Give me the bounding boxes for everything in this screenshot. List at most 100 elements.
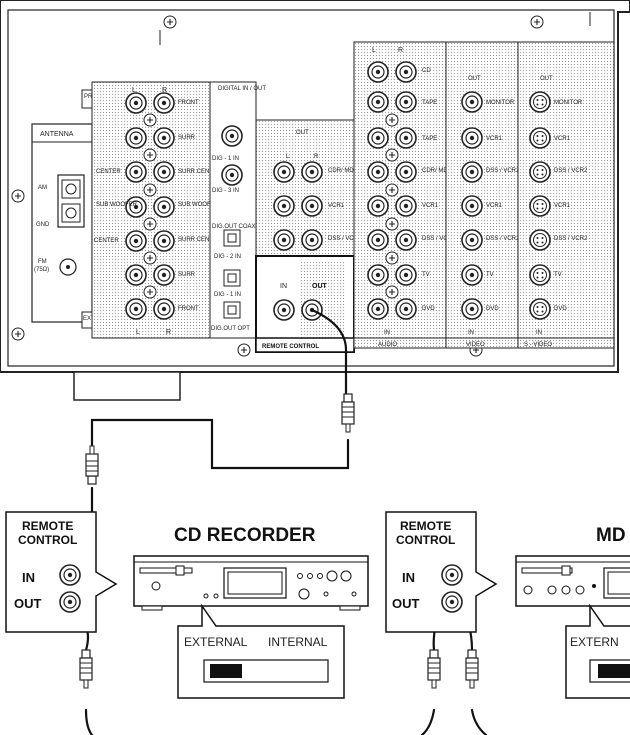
rc-out-label: OUT: [312, 283, 328, 290]
front-label-2: FRONT: [178, 306, 199, 312]
remote-control-panel: IN OUT REMOTE CONTROL: [255, 255, 355, 353]
svideo-vcr1-label: VCR1: [554, 203, 571, 209]
svideo-out-label: OUT: [540, 76, 553, 82]
video-out-label: OUT: [468, 76, 481, 82]
svideo-tv-label: TV: [554, 272, 562, 278]
audio-r-label: R: [398, 47, 403, 54]
dig-1-label: DIG - 1 IN: [212, 156, 239, 162]
svideo-dss-out-label: DSS / VCR2: [554, 168, 588, 174]
svideo-in-label: IN: [536, 330, 542, 336]
out-r-label: R: [314, 154, 319, 160]
md-out-jack: [441, 591, 463, 613]
rc-in-jack: [273, 299, 295, 321]
md-out-label: OUT: [392, 596, 420, 611]
gnd-label: GND: [36, 222, 50, 228]
sub-woofer-label: SUB WOOFER: [96, 202, 138, 208]
preout-r-label: R: [162, 87, 167, 94]
am-label: AM: [38, 185, 47, 191]
video-vcr1-out-label: VCR1: [486, 136, 503, 142]
cd-label: CD: [422, 68, 431, 74]
sub-woofer-label-2: SUB WOOFER: [178, 202, 220, 208]
cd-remote-label-2: CONTROL: [18, 533, 77, 547]
record-out-panel: OUT L R CDR/ MD VCR1 DSS / VCR2: [255, 119, 362, 257]
md-switch-knob: [598, 664, 630, 678]
cd-switch-internal: INTERNAL: [268, 635, 328, 649]
tape-label: TAPE: [422, 100, 437, 106]
center-label: CENTER: [96, 169, 121, 175]
svideo-dss-label: DSS / VCR2: [554, 236, 588, 242]
md-remote-label-2: CONTROL: [396, 533, 455, 547]
md-switch-external: EXTERN: [570, 635, 619, 649]
tape-label-2: TAPE: [422, 136, 437, 142]
preout-l-bottom-label: L: [136, 329, 140, 336]
s-video-section: OUT MONITOR VCR1 DSS / VCR2 VCR1 DSS / V…: [517, 41, 615, 349]
preout-r-bottom-label: R: [166, 329, 171, 336]
video-section: OUT MONITOR VCR1 DSS / VCR2 VCR1 DSS / V…: [445, 41, 520, 349]
md-in-label: IN: [402, 570, 415, 585]
surr-center-label-2: SURR CENTER: [178, 237, 222, 243]
front-l-jack: [125, 92, 147, 114]
tv-label: TV: [422, 272, 430, 278]
audio-label: AUDIO: [378, 342, 397, 348]
cd-out-label: OUT: [14, 596, 42, 611]
cd-recorder-title: CD RECORDER: [174, 525, 316, 546]
svideo-vcr1-out-label: VCR1: [554, 136, 571, 142]
dig-1-in-label-b: DIG - 1 IN: [214, 292, 241, 298]
out-l-label: L: [286, 154, 290, 160]
plug-cd-in-end: [85, 445, 99, 485]
plug-md-out-end: [465, 649, 479, 689]
video-label: VIDEO: [466, 342, 485, 348]
audio-section: L R CD TAPE TAPE CDR/ MD VCR1 DSS / VCR2…: [353, 41, 456, 349]
dss-vcr2-in-label: DSS / VCR2: [422, 236, 456, 242]
cd-recorder: REMOTE CONTROL IN OUT CD RECORDER EXTERN…: [5, 511, 369, 699]
video-vcr1-label: VCR1: [486, 203, 503, 209]
antenna-section: ANTENNA AM GND FM (75Ω): [31, 123, 93, 323]
monitor-label: MONITOR: [486, 100, 515, 106]
fm-label: FM: [38, 259, 47, 265]
surr-center-label: SURR CENTER: [178, 169, 222, 175]
front-label: FRONT: [178, 100, 199, 106]
surr-l-jack: [125, 127, 147, 149]
surr-label: SURR: [178, 135, 196, 141]
cdr-md-in-label: CDR/ MD: [422, 168, 448, 174]
cd-in-label: IN: [22, 570, 35, 585]
remote-control-label: REMOTE CONTROL: [262, 344, 319, 350]
md-in-jack: [441, 564, 463, 586]
plug-md-in-end: [427, 649, 441, 689]
front-r-jack: [153, 92, 175, 114]
fm-ohm-label: (75Ω): [34, 267, 49, 273]
cd-in-jack: [59, 564, 81, 586]
cd-remote-label-1: REMOTE: [22, 519, 73, 533]
video-dvd-label: DVD: [486, 306, 499, 312]
audio-in-label: IN: [384, 330, 390, 336]
surr-r-jack: [153, 127, 175, 149]
md-remote-label-1: REMOTE: [400, 519, 451, 533]
md-title: MD: [596, 525, 626, 546]
rc-in-label: IN: [280, 283, 287, 290]
digital-io-label: DIGITAL IN / OUT: [218, 86, 266, 92]
video-dss-out-label: DSS / VCR2: [486, 168, 520, 174]
cdr-md-label: CDR/ MD: [328, 168, 354, 174]
cd-switch-knob: [210, 664, 242, 678]
center-label-2: CENTER: [94, 238, 119, 244]
vcr1-out-label: VCR1: [328, 203, 345, 209]
vcr1-in-label: VCR1: [422, 203, 439, 209]
video-tv-label: TV: [486, 272, 494, 278]
svideo-monitor-label: MONITOR: [554, 100, 583, 106]
dig-out-coax-label: DIG.OUT COAX: [212, 224, 256, 230]
antenna-label: ANTENNA: [40, 131, 74, 138]
cd-switch-external: EXTERNAL: [184, 635, 248, 649]
cd-out-jack: [59, 591, 81, 613]
md-recorder: REMOTE CONTROL IN OUT MD EXTERN: [385, 511, 630, 699]
plug-cd-out-end: [79, 649, 93, 689]
preout-l-label: L: [132, 87, 136, 94]
video-in-label: IN: [468, 330, 474, 336]
s-video-label: S - VIDEO: [524, 342, 552, 348]
plug-receiver-end: [341, 393, 355, 433]
dig-3-label: DIG - 3 IN: [212, 188, 239, 194]
dig-out-opt-label: DIG.OUT OPT: [211, 326, 250, 332]
dig-2-label: DIG - 2 IN: [214, 254, 241, 260]
dss-vcr2-out-label: DSS / VCR2: [328, 236, 362, 242]
dvd-label: DVD: [422, 306, 435, 312]
